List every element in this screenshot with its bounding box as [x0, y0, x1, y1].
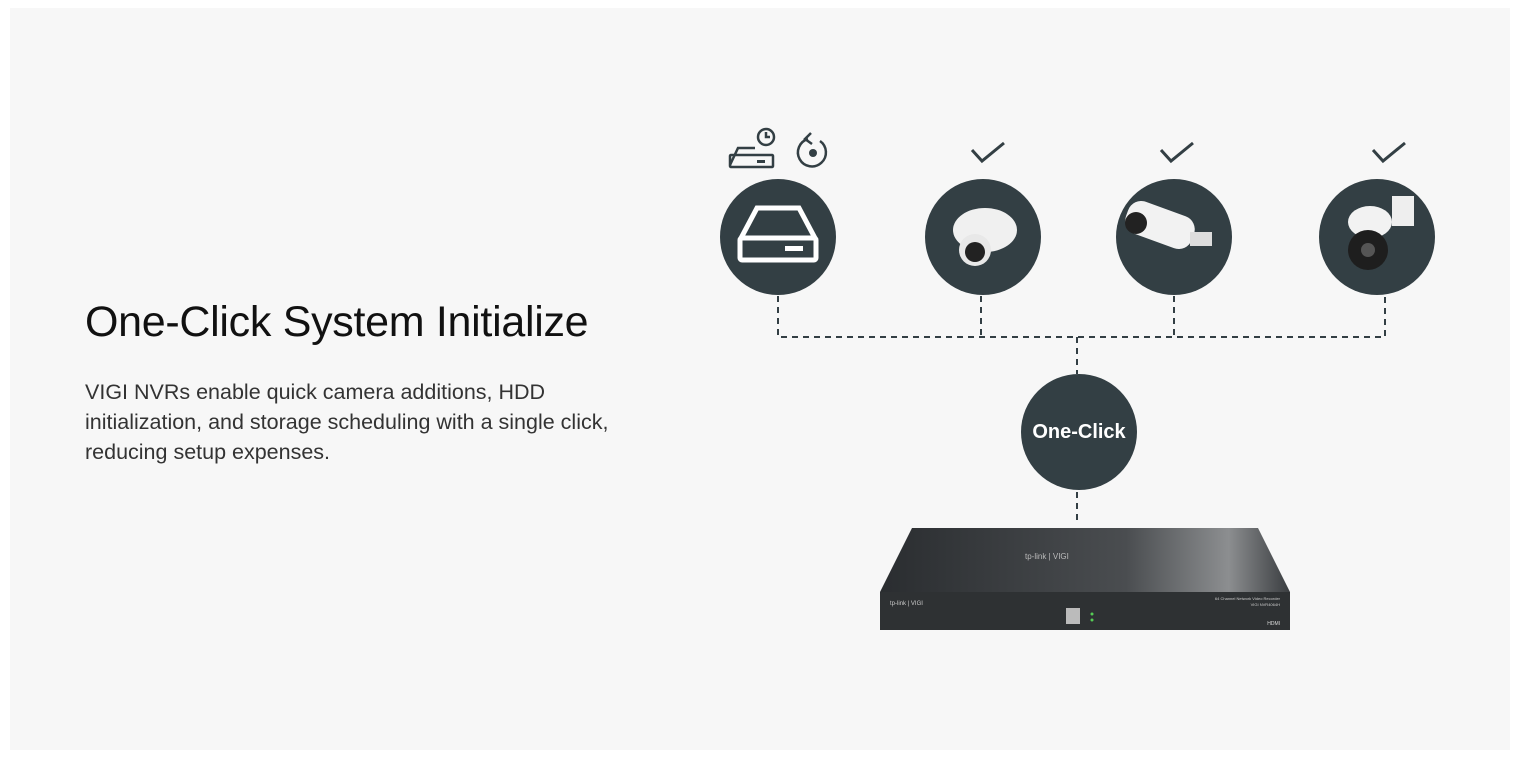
dashed-connectors: [777, 296, 1386, 524]
dome-camera-circle: [925, 179, 1041, 295]
one-click-badge: One-Click: [1021, 374, 1137, 490]
page-title: One-Click System Initialize: [85, 298, 589, 346]
nvr-hdmi-label: HDMI: [1267, 621, 1280, 627]
nvr-model-line2: VIGI NVR4064H: [1251, 602, 1280, 607]
ptz-camera-circle: [1319, 179, 1435, 295]
feature-description: VIGI NVRs enable quick camera additions,…: [85, 380, 609, 464]
bullet-camera-circle: [1116, 179, 1232, 295]
check-icon: [970, 141, 1406, 164]
nvr-model-line1: 64 Channel Network Video Recorder: [1215, 596, 1281, 601]
nvr-front-logo: tp-link | VIGI: [890, 601, 923, 607]
nvr-device: tp-link | VIGI tp-link | VIGI 64 Channel…: [880, 528, 1290, 630]
hdd-schedule-icon: [728, 127, 776, 169]
hdd-circle: [720, 179, 836, 295]
reset-icon: [796, 132, 828, 168]
nvr-top-logo: tp-link | VIGI: [1025, 552, 1069, 561]
